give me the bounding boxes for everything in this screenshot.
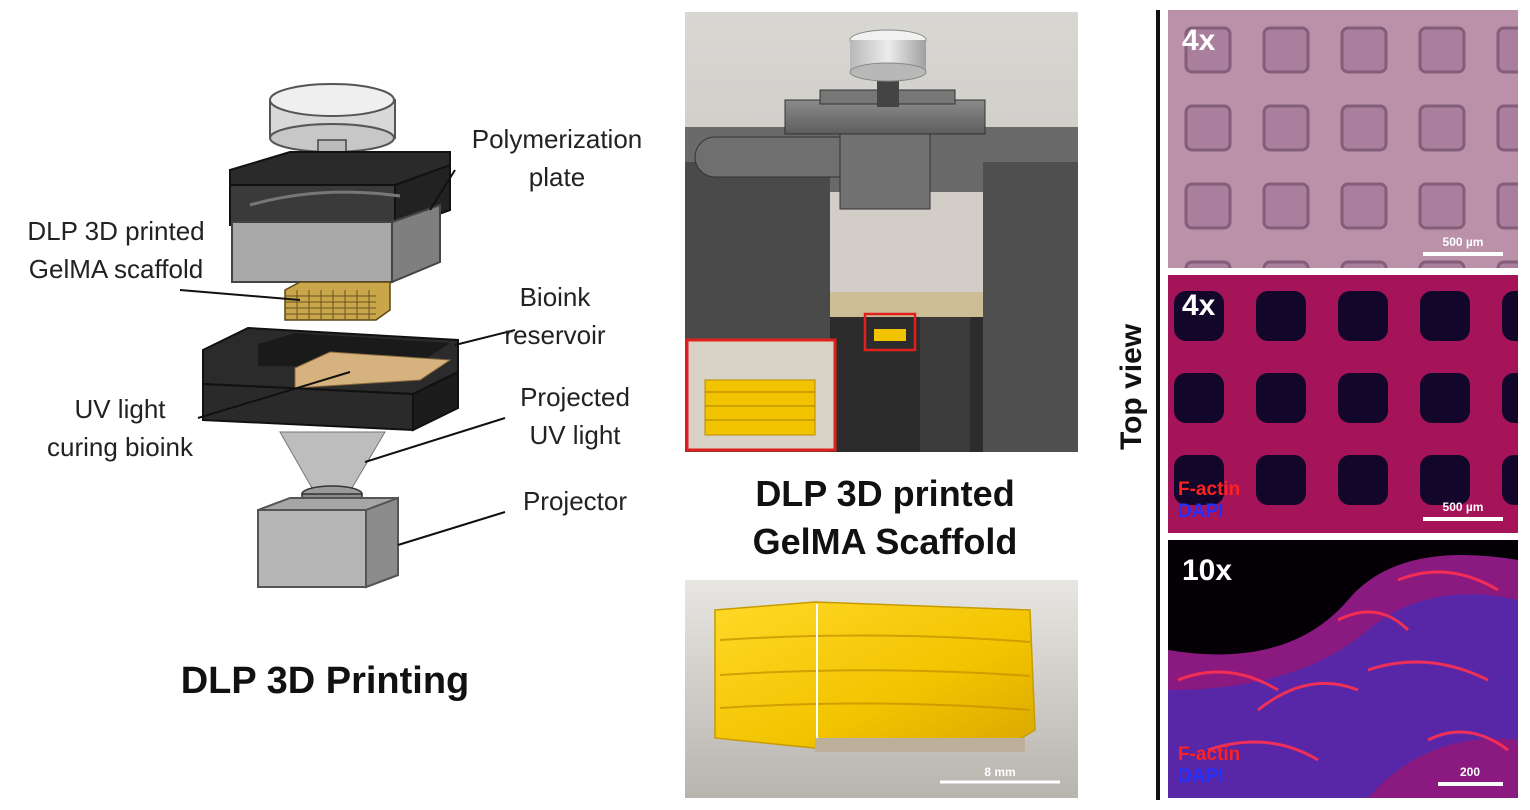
label-projected-uv-light-line1: Projected [520,382,630,412]
label-uv-light-curing-line2: curing bioink [47,432,193,462]
leader-polymerization-plate [429,169,456,211]
stain-dapi-3: DAPI [1178,766,1223,787]
mag-label-1: 4x [1182,24,1216,57]
label-uv-light-curing-line1: UV light [74,394,166,424]
leader-projected-uv [364,417,506,463]
mag-label-3: 10x [1182,554,1232,587]
top-view-label: Top view [1115,323,1148,450]
dlp-printer-schematic [179,83,516,589]
leader-bioink-reservoir [454,329,516,346]
scaffold-inset [685,338,837,452]
bioink-reservoir-schematic [202,326,459,432]
middle-title-line2: GelMA Scaffold [752,521,1018,562]
label-polymerization-plate: Polymerization plate [452,120,662,196]
label-polymerization-plate-line1: Polymerization [471,124,643,154]
leader-gelma-scaffold [179,289,301,301]
middle-title-line1: DLP 3D printed [755,473,1015,514]
scale-text-2: 500 µm [1443,500,1484,514]
scale-text-3: 200 [1460,765,1480,779]
polymerization-plate-housing [229,151,451,284]
label-projected-uv-light-line2: UV light [529,420,621,450]
stain-dapi-2: DAPI [1178,501,1223,522]
label-bioink-reservoir: Bioink reservoir [500,278,610,354]
left-panel-title: DLP 3D Printing [180,660,470,702]
label-gelma-scaffold: DLP 3D printed GelMA scaffold [0,212,232,288]
stain-factin-3: F-actin [1178,744,1240,765]
label-projector: Projector [522,486,628,516]
mag-label-2: 4x [1182,289,1216,322]
top-cylinder [269,83,396,161]
micrograph-brightfield-4x: 4x 500 µm [1168,10,1518,268]
label-gelma-scaffold-line1: DLP 3D printed [27,216,205,246]
micrograph-fluorescence-10x: 10x F-actin DAPI 200 [1168,540,1518,798]
projector-schematic [257,485,399,589]
leader-uv-curing [197,371,351,419]
label-gelma-scaffold-line2: GelMA scaffold [28,254,204,284]
scale-bar-8mm-label: 8 mm [984,765,1015,779]
gelma-scaffold-schematic [284,281,391,321]
middle-panel-title: DLP 3D printed GelMA Scaffold [700,470,1070,566]
micrograph-fluorescence-4x: 4x F-actin DAPI 500 µm [1168,275,1518,533]
label-bioink-reservoir-line2: reservoir [504,320,606,350]
leader-projector [397,511,506,546]
scaffold-highlight-box [863,312,917,352]
label-polymerization-plate-line2: plate [528,162,586,192]
label-bioink-reservoir-line1: Bioink [519,282,591,312]
vertical-divider [1156,10,1160,800]
stain-factin-2: F-actin [1178,479,1240,500]
printer-photo [685,12,1078,452]
scale-text-1: 500 µm [1443,235,1484,249]
label-uv-light-curing: UV light curing bioink [20,390,220,466]
scaffold-photo: 8 mm [685,580,1078,798]
label-projected-uv-light: Projected UV light [500,378,650,454]
